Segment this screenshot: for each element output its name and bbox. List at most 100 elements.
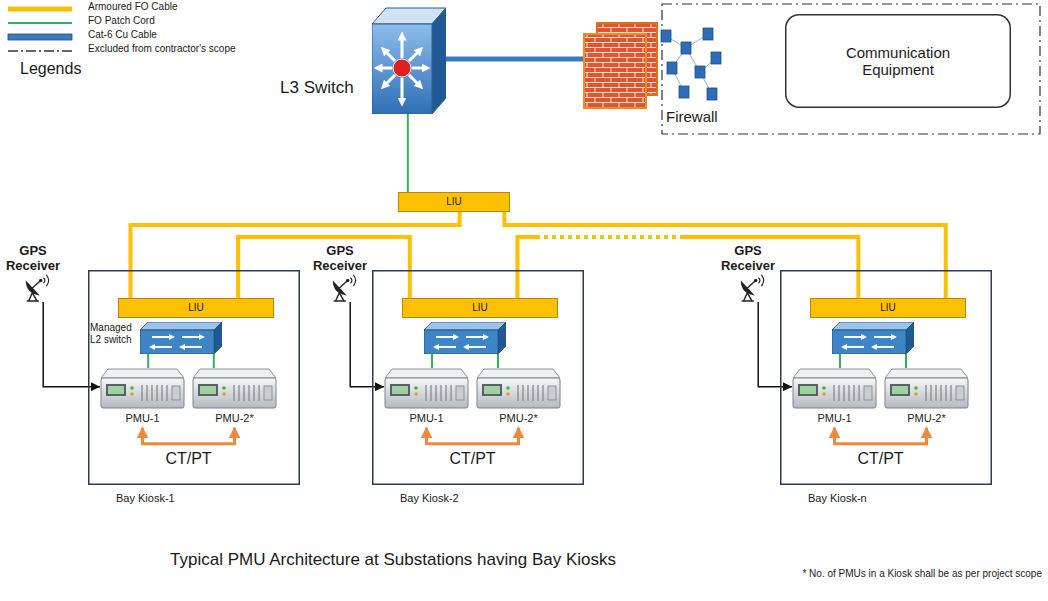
pmu-device: PMU-2* — [192, 368, 277, 425]
pmu-device: PMU-1 — [100, 368, 185, 425]
gps-receiver: GPS Receiver — [310, 244, 370, 302]
gps-time-signal — [758, 302, 792, 387]
fo-patch-cord — [147, 354, 149, 368]
legend-row: FO Patch Cord — [88, 15, 155, 27]
fo-patch-cord — [407, 114, 409, 192]
node-label: L3 Switch — [280, 78, 446, 98]
pmu-device-icon — [192, 368, 277, 410]
ring-continuation — [536, 235, 684, 239]
node-label: Firewall — [666, 108, 725, 125]
edge-label-holder: CT/PT — [165, 450, 211, 468]
pmu-device-icon — [384, 368, 469, 410]
ct-pt-input — [143, 428, 235, 444]
gps-time-signal — [350, 302, 384, 387]
legend-row: Excluded from contractor's scope — [88, 43, 236, 55]
node-label: PMU-2* — [192, 412, 277, 425]
armoured-fo-cable — [130, 212, 459, 298]
l3-switch-symbol — [372, 8, 446, 114]
pmu-device: PMU-2* — [476, 368, 561, 425]
l2-switch-icon — [424, 322, 506, 354]
ct-pt-input — [835, 428, 927, 444]
node-label: LIU — [446, 196, 462, 208]
ct-pt-input — [427, 428, 519, 444]
pmu-device-icon — [884, 368, 969, 410]
excluded-scope-region — [662, 4, 1040, 134]
pmu-device-symbol — [193, 369, 276, 408]
fo-patch-cord — [497, 354, 499, 368]
liu-panel: LIU — [402, 298, 558, 318]
l2-switch-icon — [832, 322, 914, 354]
pmu-device: PMU-2* — [884, 368, 969, 425]
pmu-device-symbol — [385, 369, 468, 408]
node-label: GPS Receiver — [718, 244, 778, 274]
liu-panel: LIU — [810, 298, 966, 318]
legend-row: Armoured FO Cable — [88, 1, 177, 13]
armoured-fo-cable — [517, 237, 858, 298]
pmu-device-icon — [792, 368, 877, 410]
legend-sample — [8, 22, 72, 24]
caption-text: Typical PMU Architecture at Substations … — [170, 550, 616, 570]
legend-row: Cat-6 Cu Cable — [88, 29, 157, 41]
legend-text: Armoured FO Cable — [88, 1, 177, 13]
pmu-device-symbol — [101, 369, 184, 408]
signal-label: CT/PT — [449, 450, 495, 468]
l3-switch: L3 Switch — [280, 4, 446, 114]
liu-panel: LIU — [398, 192, 510, 212]
signal-label: CT/PT — [857, 450, 903, 468]
legend-text: FO Patch Cord — [88, 15, 155, 27]
legend-text: Excluded from contractor's scope — [88, 43, 236, 55]
gps-receiver-icon — [738, 274, 766, 302]
label-holder: * No. of PMUs in a Kiosk shall be as per… — [802, 568, 1042, 580]
node-label: PMU-2* — [476, 412, 561, 425]
pmu-device-symbol — [477, 369, 560, 408]
scope-note: * No. of PMUs in a Kiosk shall be as per… — [802, 568, 1042, 580]
gps-receiver-symbol — [741, 275, 764, 301]
ring-gap — [536, 234, 684, 241]
node-label: Bay Kiosk-1 — [116, 492, 300, 505]
l2-switch-symbol — [140, 322, 222, 354]
pmu-device-symbol — [793, 369, 876, 408]
kiosk-2-l2-switch — [424, 322, 506, 368]
legend-text: Cat-6 Cu Cable — [88, 29, 157, 41]
pmu-device: PMU-1 — [384, 368, 469, 425]
pmu-device-icon — [100, 368, 185, 410]
node-label: Bay Kiosk-2 — [400, 492, 584, 505]
legend-sample — [8, 50, 72, 52]
edge-label-holder: CT/PT — [449, 450, 495, 468]
pmu-device: PMU-1 — [792, 368, 877, 425]
node-label: GPS Receiver — [3, 244, 63, 274]
caption-holder: Typical PMU Architecture at Substations … — [170, 550, 616, 570]
node-label: Managed L2 switch — [90, 322, 136, 345]
node-label: PMU-2* — [884, 412, 969, 425]
firewall: Firewall — [583, 22, 725, 128]
pmu-device-symbol — [885, 369, 968, 408]
gps-receiver-icon — [23, 274, 51, 302]
legend-sample — [8, 34, 72, 40]
kiosk-n-l2-switch — [832, 322, 914, 368]
label-holder: Legends — [20, 60, 81, 78]
cat6-cu-cable — [446, 57, 583, 62]
gps-receiver-icon — [330, 274, 358, 302]
node-label: PMU-1 — [100, 412, 185, 425]
node-label: Communication Equipment — [823, 44, 973, 79]
fo-patch-cord — [839, 354, 841, 368]
pmu-device-icon — [476, 368, 561, 410]
gps-receiver-symbol — [26, 275, 49, 301]
gps-receiver: GPS Receiver — [3, 244, 63, 302]
node-label: LIU — [472, 302, 488, 314]
fo-patch-cord — [213, 354, 215, 368]
node-label: LIU — [880, 302, 896, 314]
node-label: LIU — [188, 302, 204, 314]
l3-switch-icon — [372, 6, 446, 114]
node-label: PMU-1 — [792, 412, 877, 425]
gps-receiver-symbol — [333, 275, 356, 301]
firewall-symbol — [584, 23, 721, 108]
node-label: PMU-1 — [384, 412, 469, 425]
l2-switch-icon — [140, 322, 222, 354]
edge-label-holder: CT/PT — [857, 450, 903, 468]
firewall-icon — [583, 22, 725, 112]
node-label: Bay Kiosk-n — [808, 492, 992, 505]
